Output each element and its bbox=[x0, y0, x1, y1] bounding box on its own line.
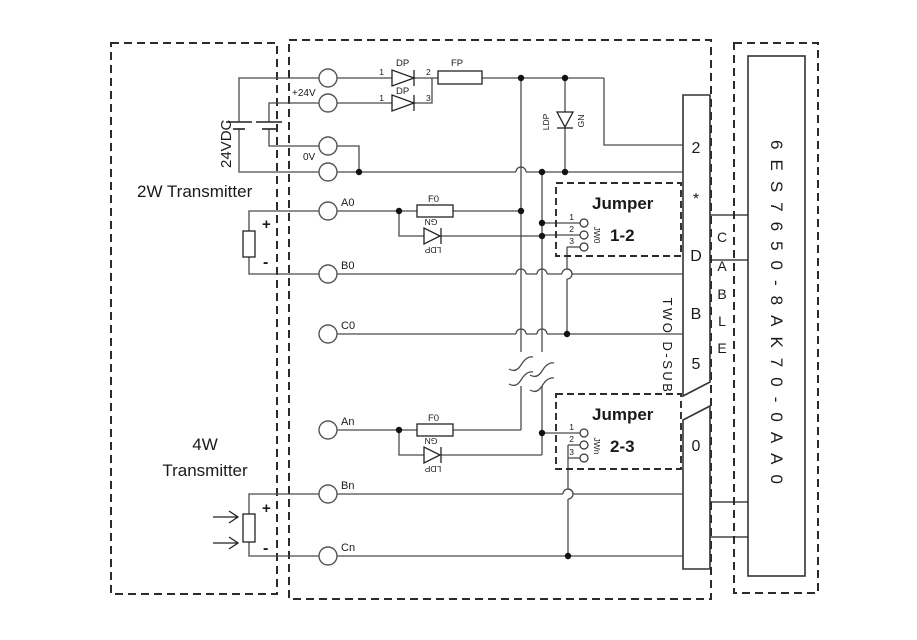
diode-dp2-icon bbox=[391, 94, 416, 112]
module-enclosure-box bbox=[733, 42, 819, 594]
jumper12-pin3: 3 bbox=[569, 236, 574, 246]
fuse-f0-a0-label: F0 bbox=[428, 194, 439, 205]
dsub-pin-2: 2 bbox=[692, 140, 701, 157]
cable-letter-a: A bbox=[717, 258, 727, 274]
led-a0-icon bbox=[423, 226, 442, 246]
jumper12-pin2: 2 bbox=[569, 224, 574, 234]
fuse-f0-an-label: F0 bbox=[428, 413, 439, 424]
jumper12-setting: 1-2 bbox=[610, 226, 635, 245]
cable-lines bbox=[710, 214, 748, 538]
wires bbox=[238, 77, 683, 557]
terminal-label-bn: Bn bbox=[341, 480, 354, 492]
dsub-pin-0: 0 bbox=[692, 438, 701, 455]
transmitter-4w-label-1: 4W bbox=[192, 435, 218, 454]
terminal-label-p24v: +24V bbox=[292, 88, 316, 99]
led-an-label-ldp: LDP bbox=[424, 464, 441, 474]
minus-sign-4w: - bbox=[263, 540, 268, 557]
terminal-label-b0: B0 bbox=[341, 260, 354, 272]
battery-symbol bbox=[226, 121, 282, 130]
led-top-label-ldp: LDP bbox=[541, 113, 551, 130]
module-box bbox=[747, 55, 806, 577]
minus-sign-2w: - bbox=[263, 254, 268, 271]
jumper23-ref: JWn bbox=[592, 438, 602, 455]
dp2-pin-right: 3 bbox=[426, 93, 431, 103]
jumper23-pin1: 1 bbox=[569, 422, 574, 432]
fuse-f0-a0-icon bbox=[416, 204, 454, 218]
line-break-marks bbox=[508, 356, 555, 393]
jumper-pin-circles bbox=[579, 218, 589, 463]
transmitter-4w-resistor bbox=[242, 513, 256, 543]
dsub-pin-b: B bbox=[691, 306, 702, 323]
diode-dp2-label: DP bbox=[396, 86, 409, 97]
jumper23-title: Jumper bbox=[592, 405, 654, 424]
fuse-fp-label: FP bbox=[451, 58, 463, 69]
cable-letter-b: B bbox=[717, 286, 726, 302]
led-a0-label-ldp: LDP bbox=[424, 245, 441, 255]
diode-dp1-icon bbox=[391, 69, 416, 87]
transmitter-2w-resistor bbox=[242, 230, 256, 258]
cable-letter-e: E bbox=[717, 340, 726, 356]
terminal-label-cn: Cn bbox=[341, 542, 355, 554]
dp1-pin-right: 2 bbox=[426, 67, 431, 77]
cable-letter-l: L bbox=[718, 313, 726, 329]
plus-sign-4w: + bbox=[262, 500, 271, 517]
diode-dp1-label: DP bbox=[396, 58, 409, 69]
jumper12-pin1: 1 bbox=[569, 212, 574, 222]
dsub-connector bbox=[682, 94, 711, 570]
supply-label: 24VDC bbox=[218, 119, 235, 168]
module-part-number: 6ES7650-8AK70-0AA0 bbox=[767, 140, 786, 494]
jumper23-pin3: 3 bbox=[569, 447, 574, 457]
led-top-label-gn: GN bbox=[576, 115, 586, 128]
dsub-pin-d: D bbox=[690, 248, 702, 265]
led-an-label-gn: GN bbox=[425, 436, 438, 446]
transmitter-2w-label: 2W Transmitter bbox=[137, 182, 253, 201]
terminal-label-0v: 0V bbox=[303, 152, 316, 163]
terminal-module-box bbox=[288, 39, 712, 600]
fuse-f0-an-icon bbox=[416, 423, 454, 437]
dp2-pin-left: 1 bbox=[379, 93, 384, 103]
dsub-pin-star: * bbox=[693, 191, 699, 208]
dp1-pin-left: 1 bbox=[379, 67, 384, 77]
fuse-fp-icon bbox=[437, 70, 483, 85]
transmitter-4w-label-2: Transmitter bbox=[162, 461, 248, 480]
junction-dots bbox=[355, 74, 572, 560]
jumper12-title: Jumper bbox=[592, 194, 654, 213]
led-an-icon bbox=[423, 445, 442, 465]
terminal-circles bbox=[318, 68, 338, 566]
led-a0-label-gn: GN bbox=[425, 217, 438, 227]
led-top-icon bbox=[555, 111, 575, 129]
terminal-label-c0: C0 bbox=[341, 320, 355, 332]
jumper12-ref: JW0 bbox=[592, 227, 602, 244]
cable-letter-c: C bbox=[717, 229, 727, 245]
jumper23-setting: 2-3 bbox=[610, 437, 635, 456]
arrow-icons bbox=[213, 510, 240, 550]
plus-sign-2w: + bbox=[262, 216, 271, 233]
dsub-label: TWO D-SUB bbox=[660, 298, 675, 395]
jumper23-pin2: 2 bbox=[569, 434, 574, 444]
transmitter-enclosure-box bbox=[110, 42, 278, 595]
terminal-label-a0: A0 bbox=[341, 197, 354, 209]
terminal-label-an: An bbox=[341, 416, 354, 428]
dsub-pin-5: 5 bbox=[692, 356, 701, 373]
